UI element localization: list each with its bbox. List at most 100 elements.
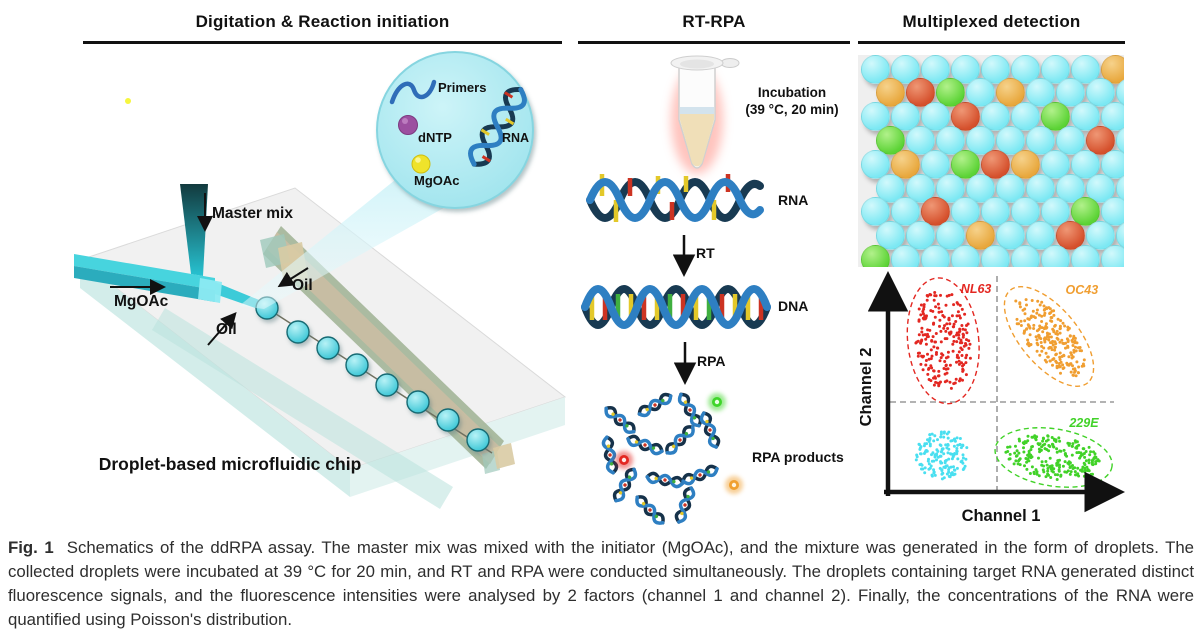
scatter-point	[1053, 473, 1057, 477]
scatter-point	[1041, 439, 1045, 443]
scatter-point	[1023, 464, 1026, 468]
scatter-point	[933, 291, 937, 294]
x-axis-label: Channel 1	[962, 507, 1041, 525]
cluster-ellipse	[1003, 285, 1095, 387]
scatter-point	[1022, 446, 1025, 450]
panel-rule-digitation	[83, 41, 562, 44]
scatter-point	[1076, 346, 1080, 350]
scatter-point	[1042, 304, 1046, 308]
scatter-point	[936, 449, 940, 453]
scatter-point	[1061, 464, 1065, 468]
dntp-icon-highlight	[402, 118, 408, 124]
scatter-point	[944, 364, 948, 368]
scatter-point	[1037, 334, 1041, 338]
scatter-point	[939, 435, 943, 439]
scatter-point	[1055, 450, 1059, 454]
scatter-point	[917, 319, 921, 323]
scatter-point	[916, 354, 920, 358]
scatter-point	[1041, 468, 1045, 472]
junction-cube	[198, 278, 222, 303]
scatter-point	[961, 364, 964, 368]
scatter-point	[1065, 361, 1069, 365]
scatter-point	[954, 320, 958, 323]
scatter-point	[1024, 441, 1028, 444]
scatter-point	[1050, 436, 1054, 439]
scatter-point	[1016, 462, 1020, 466]
scatter-point	[1030, 314, 1034, 318]
scatter-point	[937, 382, 941, 386]
scatter-point	[1046, 469, 1050, 473]
scatter-point	[1017, 451, 1021, 455]
scatter-point	[1014, 444, 1017, 448]
scatter-point	[957, 333, 961, 337]
scatter-point	[957, 362, 961, 366]
scatter-point	[1094, 460, 1098, 464]
scatter-point	[1045, 307, 1049, 311]
scatter-point	[936, 438, 939, 442]
scatter-point	[1050, 469, 1054, 473]
chip-slab-front-left-face	[80, 260, 350, 497]
primers-label: Primers	[438, 80, 486, 95]
scatter-point	[928, 293, 932, 296]
scatter-point	[939, 430, 943, 434]
scatter-point	[1046, 434, 1050, 438]
scatter-point	[1073, 370, 1076, 374]
scatter-point	[955, 360, 958, 364]
glow-dot-red	[615, 451, 633, 469]
oil-bottom-arrow	[207, 311, 237, 346]
scatter-point	[1091, 458, 1095, 462]
scatter-point	[929, 348, 933, 352]
scatter-point	[940, 352, 944, 356]
scatter-point	[934, 352, 938, 356]
panel-rule-multiplexed	[858, 41, 1125, 44]
scatter-point	[1072, 348, 1076, 352]
scatter-point	[1022, 330, 1026, 334]
scatter-point	[958, 379, 961, 383]
scatter-point	[1059, 319, 1063, 323]
rna-helix-icon-inset	[468, 87, 527, 167]
scatter-point	[1081, 465, 1085, 469]
scatter-point	[964, 361, 968, 365]
scatter-point	[960, 361, 963, 365]
scatter-point	[1064, 341, 1068, 345]
scatter-point	[1050, 316, 1054, 320]
scatter-point	[919, 303, 923, 307]
scatter-point	[1090, 460, 1094, 464]
cluster-label-NL63: NL63	[961, 282, 992, 296]
scatter-point	[1017, 437, 1021, 441]
scatter-point	[923, 317, 927, 321]
scatter-point	[1053, 348, 1057, 352]
scatter-point	[965, 446, 969, 450]
scatter-point	[1077, 443, 1081, 447]
dntp-icon	[398, 115, 418, 135]
droplet	[466, 428, 490, 452]
scatter-point	[949, 330, 953, 334]
scatter-point	[1062, 366, 1066, 370]
rna-label: RNA	[778, 192, 808, 208]
scatter-point	[926, 335, 930, 339]
scatter-point	[1073, 466, 1077, 470]
scatter-point	[1080, 364, 1084, 368]
droplet	[436, 408, 460, 432]
scatter-point	[1030, 299, 1034, 302]
scatter-point	[1053, 345, 1057, 349]
scatter-point	[963, 312, 967, 316]
scatter-point	[1069, 470, 1073, 474]
scatter-point	[921, 312, 925, 316]
scatter-point	[968, 342, 972, 346]
scatter-point	[957, 356, 960, 360]
scatter-point	[965, 353, 969, 357]
scatter-point	[1056, 337, 1060, 341]
tube-liquid-surface	[680, 107, 714, 114]
scatter-point	[947, 457, 951, 461]
scatter-point	[1062, 354, 1066, 358]
scatter-point	[1054, 353, 1058, 357]
scatter-point	[1064, 346, 1067, 350]
scatter-point	[1045, 448, 1049, 451]
scatter-point	[1075, 451, 1079, 455]
dntp-label: dNTP	[418, 130, 452, 145]
scatter-point	[1050, 319, 1054, 323]
y-axis-label: Channel 2	[860, 348, 875, 427]
droplet-cyan	[980, 244, 1010, 267]
scatter-point	[1058, 439, 1062, 443]
